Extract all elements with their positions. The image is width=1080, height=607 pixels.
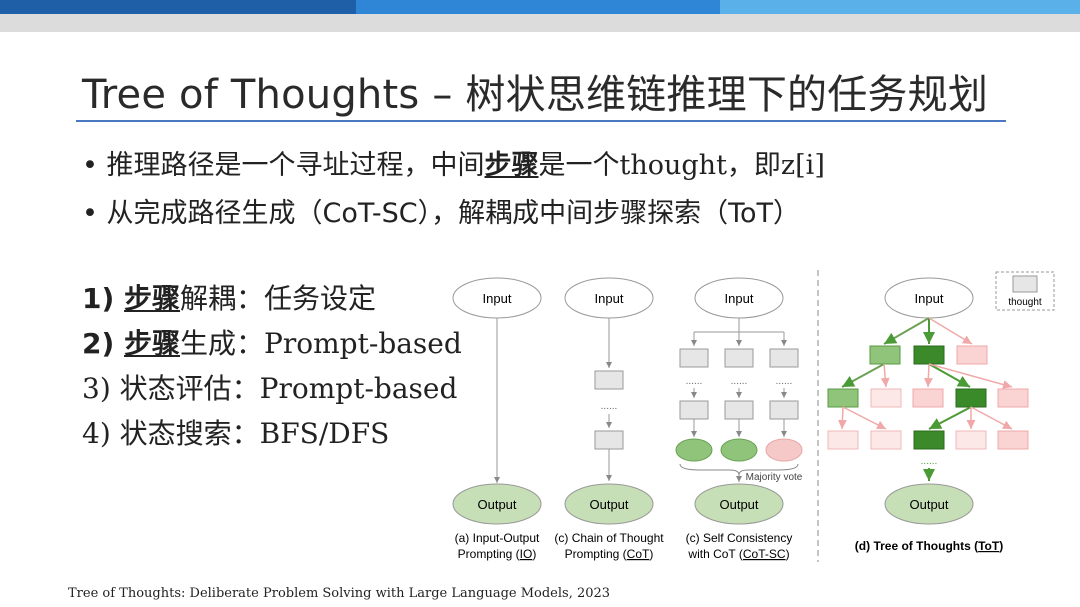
- accent-segment-dark: [0, 0, 356, 14]
- tot-panel: Input ...... Output (d) Tree: [827, 277, 1029, 553]
- tot-caption: (d) Tree of Thoughts (ToT): [855, 539, 1003, 553]
- bullet-text: 从完成路径生成（CoT-SC），解耦成中间步骤探索（ToT）: [106, 198, 801, 229]
- title-underline: [76, 120, 1006, 122]
- step-item: 4) 状态搜索：BFS/DFS: [82, 411, 462, 456]
- io-output-label: Output: [477, 497, 516, 512]
- tot-output-label: Output: [909, 497, 948, 512]
- tot-input-label: Input: [915, 291, 944, 306]
- sc-dots-2: ......: [731, 376, 748, 387]
- sc-dots-1: ......: [686, 376, 703, 387]
- sc-caption-line1: (c) Self Consistency: [686, 531, 793, 545]
- sc-input-label: Input: [725, 291, 754, 306]
- prompting-diagram: Input Output (a) Input-Output Prompting …: [452, 270, 1055, 562]
- io-input-label: Input: [483, 291, 512, 306]
- legend-thought-label: thought: [1008, 297, 1042, 308]
- step-number: 2): [82, 327, 115, 360]
- step-text: 状态搜索：BFS/DFS: [119, 417, 390, 450]
- step-bold-text: 步骤: [124, 282, 181, 315]
- top-gray-band: [0, 14, 1080, 32]
- step-number: 3): [82, 372, 111, 405]
- accent-segment-mid: [356, 0, 720, 14]
- cot-caption-line2: Prompting (CoT): [565, 547, 654, 561]
- cot-input-label: Input: [595, 291, 624, 306]
- step-item: 2) 步骤生成：Prompt-based: [82, 321, 462, 366]
- step-item: 1) 步骤解耦：任务设定: [82, 276, 462, 321]
- majority-vote-label: Majority vote: [746, 472, 803, 483]
- thought-legend: thought: [995, 271, 1055, 311]
- bullet-item: • 推理路径是一个寻址过程，中间步骤是一个thought，即z[i]: [82, 150, 825, 181]
- bullet-bold-text: 步骤: [484, 150, 539, 181]
- cot-output-label: Output: [589, 497, 628, 512]
- cot-dots: ......: [601, 401, 618, 412]
- step-number: 1): [82, 282, 115, 315]
- step-list: 1) 步骤解耦：任务设定 2) 步骤生成：Prompt-based 3) 状态评…: [82, 276, 462, 456]
- top-accent-bar: [0, 0, 1080, 14]
- step-text: 生成：Prompt-based: [180, 327, 462, 360]
- sc-dots-3: ......: [776, 376, 793, 387]
- tot-dots: ......: [921, 456, 938, 467]
- io-caption-line1: (a) Input-Output: [455, 531, 540, 545]
- cot-caption-line1: (c) Chain of Thought: [554, 531, 664, 545]
- slide-title: Tree of Thoughts – 树状思维链推理下的任务规划: [82, 72, 989, 118]
- cot-panel: Input ...... Output (c) Chain of Thought…: [554, 277, 664, 561]
- bullet-item: • 从完成路径生成（CoT-SC），解耦成中间步骤探索（ToT）: [82, 198, 801, 229]
- sc-output-label: Output: [719, 497, 758, 512]
- step-text: 解耦：任务设定: [180, 282, 377, 315]
- step-bold-text: 步骤: [124, 327, 181, 360]
- accent-segment-light: [720, 0, 1080, 14]
- bullet-text: 推理路径是一个寻址过程，中间: [106, 150, 485, 181]
- cot-sc-panel: Input ...... ...... ...... Majority vote…: [675, 277, 803, 561]
- step-text: 状态评估：Prompt-based: [119, 372, 458, 405]
- step-item: 3) 状态评估：Prompt-based: [82, 366, 462, 411]
- io-panel: Input Output (a) Input-Output Prompting …: [452, 277, 542, 561]
- citation: Tree of Thoughts: Deliberate Problem Sol…: [68, 586, 611, 601]
- io-caption-line2: Prompting (IO): [458, 547, 537, 561]
- bullet-list: • 推理路径是一个寻址过程，中间步骤是一个thought，即z[i] • 从完成…: [82, 142, 825, 238]
- sc-caption-line2: with CoT (CoT-SC): [687, 547, 789, 561]
- step-number: 4): [82, 417, 111, 450]
- bullet-text-tail: 是一个thought，即z[i]: [538, 150, 825, 181]
